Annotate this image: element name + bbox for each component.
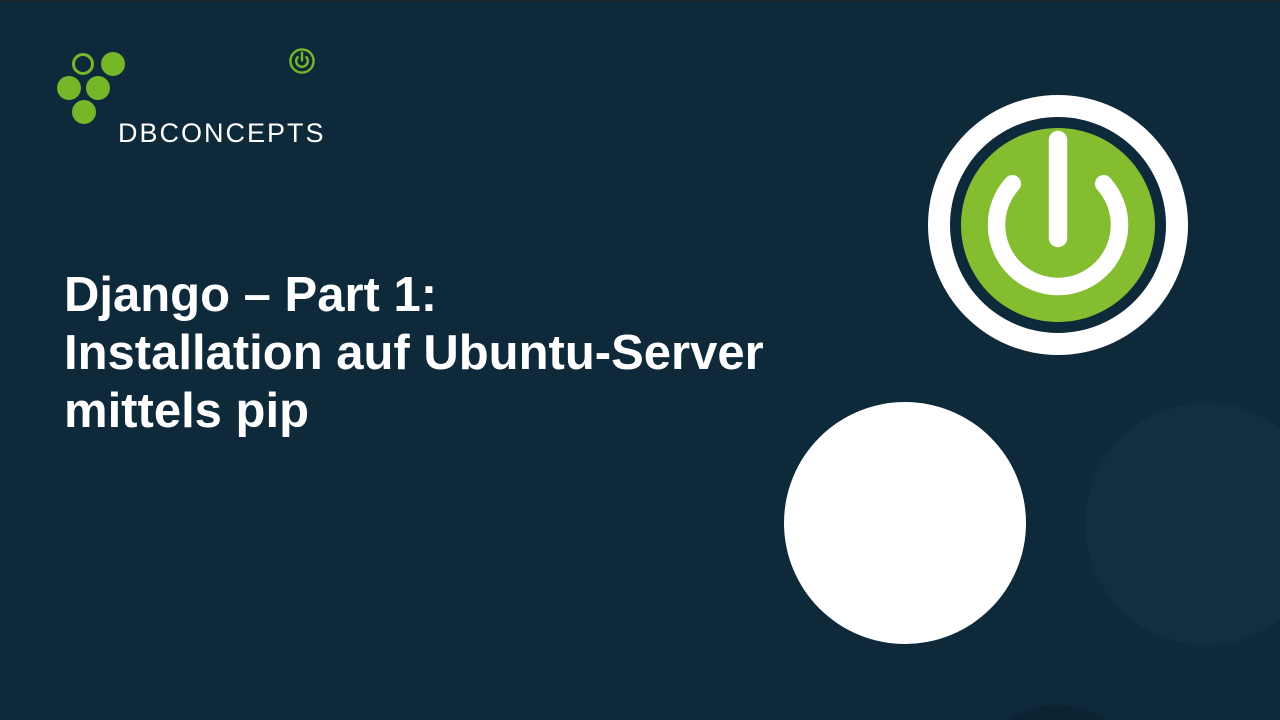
dot-cluster-icon [57, 52, 125, 124]
top-edge-line [0, 0, 1280, 2]
title-line-3: mittels pip [64, 384, 310, 438]
brand-logo: DBCONCEPTS [56, 48, 336, 147]
decor-circle-light [1085, 403, 1280, 645]
power-icon [928, 95, 1188, 355]
decor-circle-white [784, 402, 1026, 644]
title-line-1: Django – Part 1: [64, 268, 438, 322]
page-title: Django – Part 1: Installation auf Ubuntu… [64, 266, 764, 440]
power-button-graphic [926, 93, 1190, 357]
brand-name: DBCONCEPTS [118, 118, 326, 148]
title-line-2: Installation auf Ubuntu-Server [64, 326, 764, 380]
decor-circle-dark [964, 705, 1152, 720]
power-icon [289, 48, 315, 74]
